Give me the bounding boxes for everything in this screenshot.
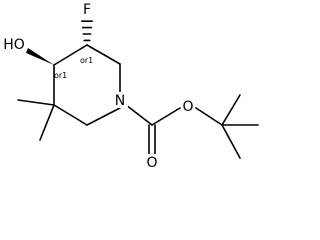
wedge-bond-c4-oh	[26, 48, 54, 65]
bond-tbu-methyl-up	[221, 94, 241, 126]
ester-oxygen-label: O	[182, 99, 193, 115]
bond-c6-c5	[53, 104, 88, 126]
stereo-label-c3: or1	[80, 56, 93, 65]
bond-n-c6	[86, 107, 121, 126]
carbonyl-oxygen-label: O	[146, 155, 157, 171]
nitrogen-label: N	[115, 93, 125, 109]
bond-c5-methyl-b	[17, 99, 55, 106]
bond-ester-o-tbu-c	[195, 107, 223, 126]
bond-c5-methyl-a	[39, 104, 55, 141]
bond-c4-c3	[53, 44, 88, 66]
stereo-label-c4: or1	[54, 71, 67, 80]
hashed-bond-c3-f	[81, 20, 93, 42]
bond-carbonyl-c-ester-o	[151, 107, 181, 126]
fluorine-label: F	[83, 2, 91, 18]
molecule-structure: F HO N O O or1 or1	[2, 1, 259, 171]
bond-c3-c2	[86, 44, 121, 65]
bond-n-carbonyl-c	[125, 104, 153, 126]
bond-tbu-methyl-down	[221, 124, 241, 159]
hydroxyl-label: HO	[3, 37, 25, 53]
